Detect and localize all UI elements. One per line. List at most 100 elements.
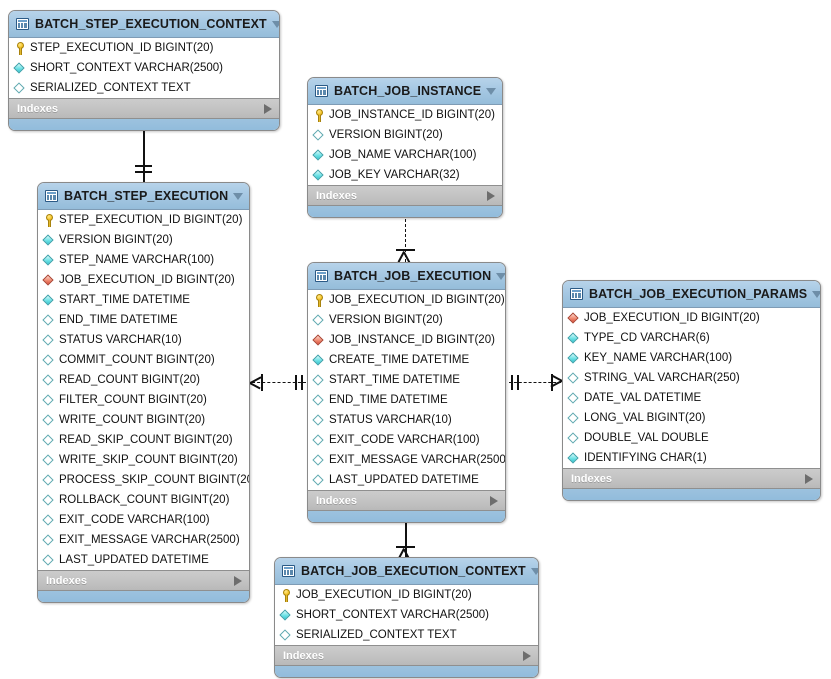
column-row[interactable]: SERIALIZED_CONTEXT TEXT — [9, 78, 279, 98]
column-row[interactable]: SHORT_CONTEXT VARCHAR(2500) — [9, 58, 279, 78]
connector-line-dashed — [509, 382, 561, 383]
column-row[interactable]: START_TIME DATETIME — [308, 370, 505, 390]
table-header[interactable]: BATCH_STEP_EXECUTION — [38, 183, 249, 210]
column-row[interactable]: DATE_VAL DATETIME — [563, 388, 820, 408]
triangle-right-icon[interactable] — [523, 650, 531, 661]
column-row[interactable]: STATUS VARCHAR(10) — [38, 330, 249, 350]
column-row[interactable]: JOB_EXECUTION_ID BIGINT(20) — [308, 290, 505, 310]
column-row[interactable]: LAST_UPDATED DATETIME — [38, 550, 249, 570]
indexes-bar[interactable]: Indexes — [308, 490, 505, 510]
column-row[interactable]: EXIT_CODE VARCHAR(100) — [38, 510, 249, 530]
column-row[interactable]: SERIALIZED_CONTEXT TEXT — [275, 625, 538, 645]
table-header[interactable]: BATCH_JOB_INSTANCE — [308, 78, 502, 105]
column-row[interactable]: STEP_NAME VARCHAR(100) — [38, 250, 249, 270]
column-row[interactable]: END_TIME DATETIME — [38, 310, 249, 330]
table-header[interactable]: BATCH_JOB_EXECUTION — [308, 263, 505, 290]
column-label: STRING_VAL VARCHAR(250) — [584, 372, 740, 384]
table-footer — [9, 118, 279, 130]
column-row[interactable]: LAST_UPDATED DATETIME — [308, 470, 505, 490]
column-nullable-icon — [569, 432, 580, 445]
column-row[interactable]: FILTER_COUNT BIGINT(20) — [38, 390, 249, 410]
column-row[interactable]: COMMIT_COUNT BIGINT(20) — [38, 350, 249, 370]
indexes-bar[interactable]: Indexes — [9, 98, 279, 118]
table-header[interactable]: BATCH_JOB_EXECUTION_PARAMS — [563, 281, 820, 308]
table-header[interactable]: BATCH_JOB_EXECUTION_CONTEXT — [275, 558, 538, 585]
primary-key-icon — [281, 588, 292, 602]
column-row[interactable]: CREATE_TIME DATETIME — [308, 350, 505, 370]
column-row[interactable]: VERSION BIGINT(20) — [308, 125, 502, 145]
column-row[interactable]: ROLLBACK_COUNT BIGINT(20) — [38, 490, 249, 510]
column-row[interactable]: END_TIME DATETIME — [308, 390, 505, 410]
column-label: DATE_VAL DATETIME — [584, 392, 702, 404]
column-row[interactable]: STEP_EXECUTION_ID BIGINT(20) — [38, 210, 249, 230]
indexes-bar[interactable]: Indexes — [38, 570, 249, 590]
column-label: END_TIME DATETIME — [59, 314, 178, 326]
column-row[interactable]: EXIT_CODE VARCHAR(100) — [308, 430, 505, 450]
column-row[interactable]: EXIT_MESSAGE VARCHAR(2500) — [308, 450, 505, 470]
triangle-right-icon[interactable] — [234, 575, 242, 586]
column-row[interactable]: KEY_NAME VARCHAR(100) — [563, 348, 820, 368]
column-row[interactable]: VERSION BIGINT(20) — [38, 230, 249, 250]
chevron-down-icon[interactable] — [496, 272, 505, 280]
column-row[interactable]: STEP_EXECUTION_ID BIGINT(20) — [9, 38, 279, 58]
triangle-right-icon[interactable] — [490, 495, 498, 506]
column-row[interactable]: WRITE_SKIP_COUNT BIGINT(20) — [38, 450, 249, 470]
column-row[interactable]: JOB_EXECUTION_ID BIGINT(20) — [38, 270, 249, 290]
column-row[interactable]: PROCESS_SKIP_COUNT BIGINT(20) — [38, 470, 249, 490]
column-row[interactable]: READ_COUNT BIGINT(20) — [38, 370, 249, 390]
triangle-right-icon[interactable] — [487, 190, 495, 201]
column-row[interactable]: JOB_INSTANCE_ID BIGINT(20) — [308, 105, 502, 125]
column-row[interactable]: LONG_VAL BIGINT(20) — [563, 408, 820, 428]
cardinality-bar — [396, 249, 415, 251]
column-notnull-icon — [44, 234, 55, 247]
chevron-down-icon[interactable] — [233, 192, 244, 200]
indexes-bar[interactable]: Indexes — [275, 645, 538, 665]
chevron-down-icon[interactable] — [486, 87, 497, 95]
column-row[interactable]: JOB_KEY VARCHAR(32) — [308, 165, 502, 185]
chevron-down-icon[interactable] — [271, 20, 279, 28]
column-nullable-icon — [569, 392, 580, 405]
indexes-bar[interactable]: Indexes — [308, 185, 502, 205]
table-batch_step_execution_context[interactable]: BATCH_STEP_EXECUTION_CONTEXT STEP_EXECUTI… — [8, 10, 280, 131]
column-row[interactable]: DOUBLE_VAL DOUBLE — [563, 428, 820, 448]
chevron-down-icon[interactable] — [530, 567, 538, 575]
column-row[interactable]: STATUS VARCHAR(10) — [308, 410, 505, 430]
column-row[interactable]: VERSION BIGINT(20) — [308, 310, 505, 330]
column-row[interactable]: WRITE_COUNT BIGINT(20) — [38, 410, 249, 430]
column-row[interactable]: EXIT_MESSAGE VARCHAR(2500) — [38, 530, 249, 550]
column-row[interactable]: JOB_EXECUTION_ID BIGINT(20) — [563, 308, 820, 328]
column-row[interactable]: TYPE_CD VARCHAR(6) — [563, 328, 820, 348]
column-nullable-icon — [314, 394, 325, 407]
triangle-right-icon[interactable] — [805, 473, 813, 484]
column-row[interactable]: IDENTIFYING CHAR(1) — [563, 448, 820, 468]
column-label: SHORT_CONTEXT VARCHAR(2500) — [30, 62, 223, 74]
column-row[interactable]: START_TIME DATETIME — [38, 290, 249, 310]
table-title: BATCH_JOB_EXECUTION_CONTEXT — [301, 564, 526, 578]
triangle-right-icon[interactable] — [264, 103, 272, 114]
column-label: CREATE_TIME DATETIME — [329, 354, 470, 366]
table-icon — [315, 85, 328, 97]
table-header[interactable]: BATCH_STEP_EXECUTION_CONTEXT — [9, 11, 279, 38]
cardinality-bar — [551, 374, 553, 391]
column-row[interactable]: STRING_VAL VARCHAR(250) — [563, 368, 820, 388]
column-row[interactable]: JOB_EXECUTION_ID BIGINT(20) — [275, 585, 538, 605]
table-footer — [308, 205, 502, 217]
column-row[interactable]: JOB_NAME VARCHAR(100) — [308, 145, 502, 165]
table-footer — [275, 665, 538, 677]
column-row[interactable]: SHORT_CONTEXT VARCHAR(2500) — [275, 605, 538, 625]
column-nullable-icon — [15, 82, 26, 95]
indexes-bar[interactable]: Indexes — [563, 468, 820, 488]
column-label: STATUS VARCHAR(10) — [59, 334, 182, 346]
table-batch_job_execution_context[interactable]: BATCH_JOB_EXECUTION_CONTEXT JOB_EXECUTION… — [274, 557, 539, 678]
column-row[interactable]: READ_SKIP_COUNT BIGINT(20) — [38, 430, 249, 450]
column-row[interactable]: JOB_INSTANCE_ID BIGINT(20) — [308, 330, 505, 350]
column-label: STEP_EXECUTION_ID BIGINT(20) — [30, 42, 214, 54]
chevron-down-icon[interactable] — [812, 290, 820, 298]
indexes-label: Indexes — [283, 649, 324, 662]
column-label: VERSION BIGINT(20) — [329, 129, 443, 141]
